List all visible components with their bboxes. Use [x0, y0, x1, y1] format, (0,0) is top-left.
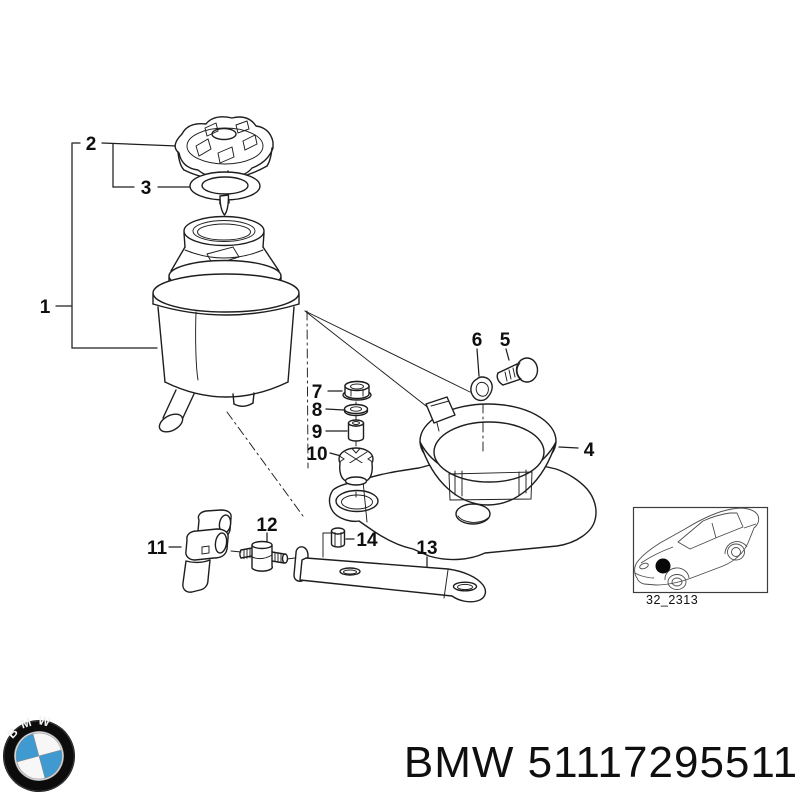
- leader-lines: [55, 142, 579, 571]
- callout-labels: 1 2 3 4 5 6 7 8 9 10 11 12 13 14: [40, 134, 595, 559]
- thumbnail-frame: [632, 506, 769, 594]
- outlet-nipple: [158, 413, 184, 433]
- callout-label-9: 9: [312, 422, 323, 443]
- callout-label-5: 5: [500, 330, 511, 351]
- roundel-quadrant-white-tr: [32, 732, 62, 757]
- bolt-drawing: [496, 357, 539, 386]
- callout-label-13: 13: [416, 538, 437, 559]
- callout-label-6: 6: [472, 330, 483, 351]
- rubber-mount-drawing: [338, 447, 374, 486]
- location-dot: [655, 558, 671, 574]
- callout-label-3: 3: [141, 178, 152, 199]
- bushing-drawing: [330, 527, 346, 548]
- clip-washer-drawing: [470, 376, 493, 402]
- pipe-holder-drawing: [182, 509, 232, 593]
- callout-label-4: 4: [584, 440, 595, 461]
- roundel-quadrant-blue-br: [38, 749, 63, 779]
- clamp-construction: [304, 310, 484, 498]
- callout-label-12: 12: [256, 515, 277, 536]
- roundel-quadrant-blue-tl: [15, 733, 40, 763]
- gasket-drawing: [189, 171, 261, 216]
- car-outline-drawing: [634, 507, 760, 590]
- cap-stem-tip: [219, 194, 230, 216]
- callout-label-8: 8: [312, 400, 323, 421]
- callout-label-10: 10: [306, 444, 327, 465]
- clamp-tab: [425, 396, 456, 424]
- callout-label-1: 1: [40, 297, 51, 318]
- damper-stud-drawing: [239, 540, 289, 572]
- reservoir-drawing: [152, 215, 300, 433]
- roundel-quadrant-white-bl: [16, 755, 46, 780]
- part-number-text: BMW 51117295511: [404, 738, 798, 787]
- callout-label-7: 7: [312, 382, 323, 403]
- spacer-drawing: [347, 419, 365, 442]
- callout-label-2: 2: [86, 134, 97, 155]
- plate-holes: [335, 480, 491, 525]
- clamp-ring-drawing: [419, 396, 557, 506]
- nut-drawing: [342, 380, 372, 401]
- construction-lines: [226, 310, 450, 560]
- car-thumbnail: 32_2313: [632, 506, 769, 607]
- bmw-roundel: BMW: [2, 708, 75, 792]
- washer-drawing: [343, 403, 369, 417]
- thumbnail-caption: 32_2313: [646, 593, 698, 607]
- callout-label-11: 11: [147, 538, 168, 559]
- callout-label-14: 14: [356, 530, 378, 551]
- support-bracket-drawing: [293, 546, 487, 603]
